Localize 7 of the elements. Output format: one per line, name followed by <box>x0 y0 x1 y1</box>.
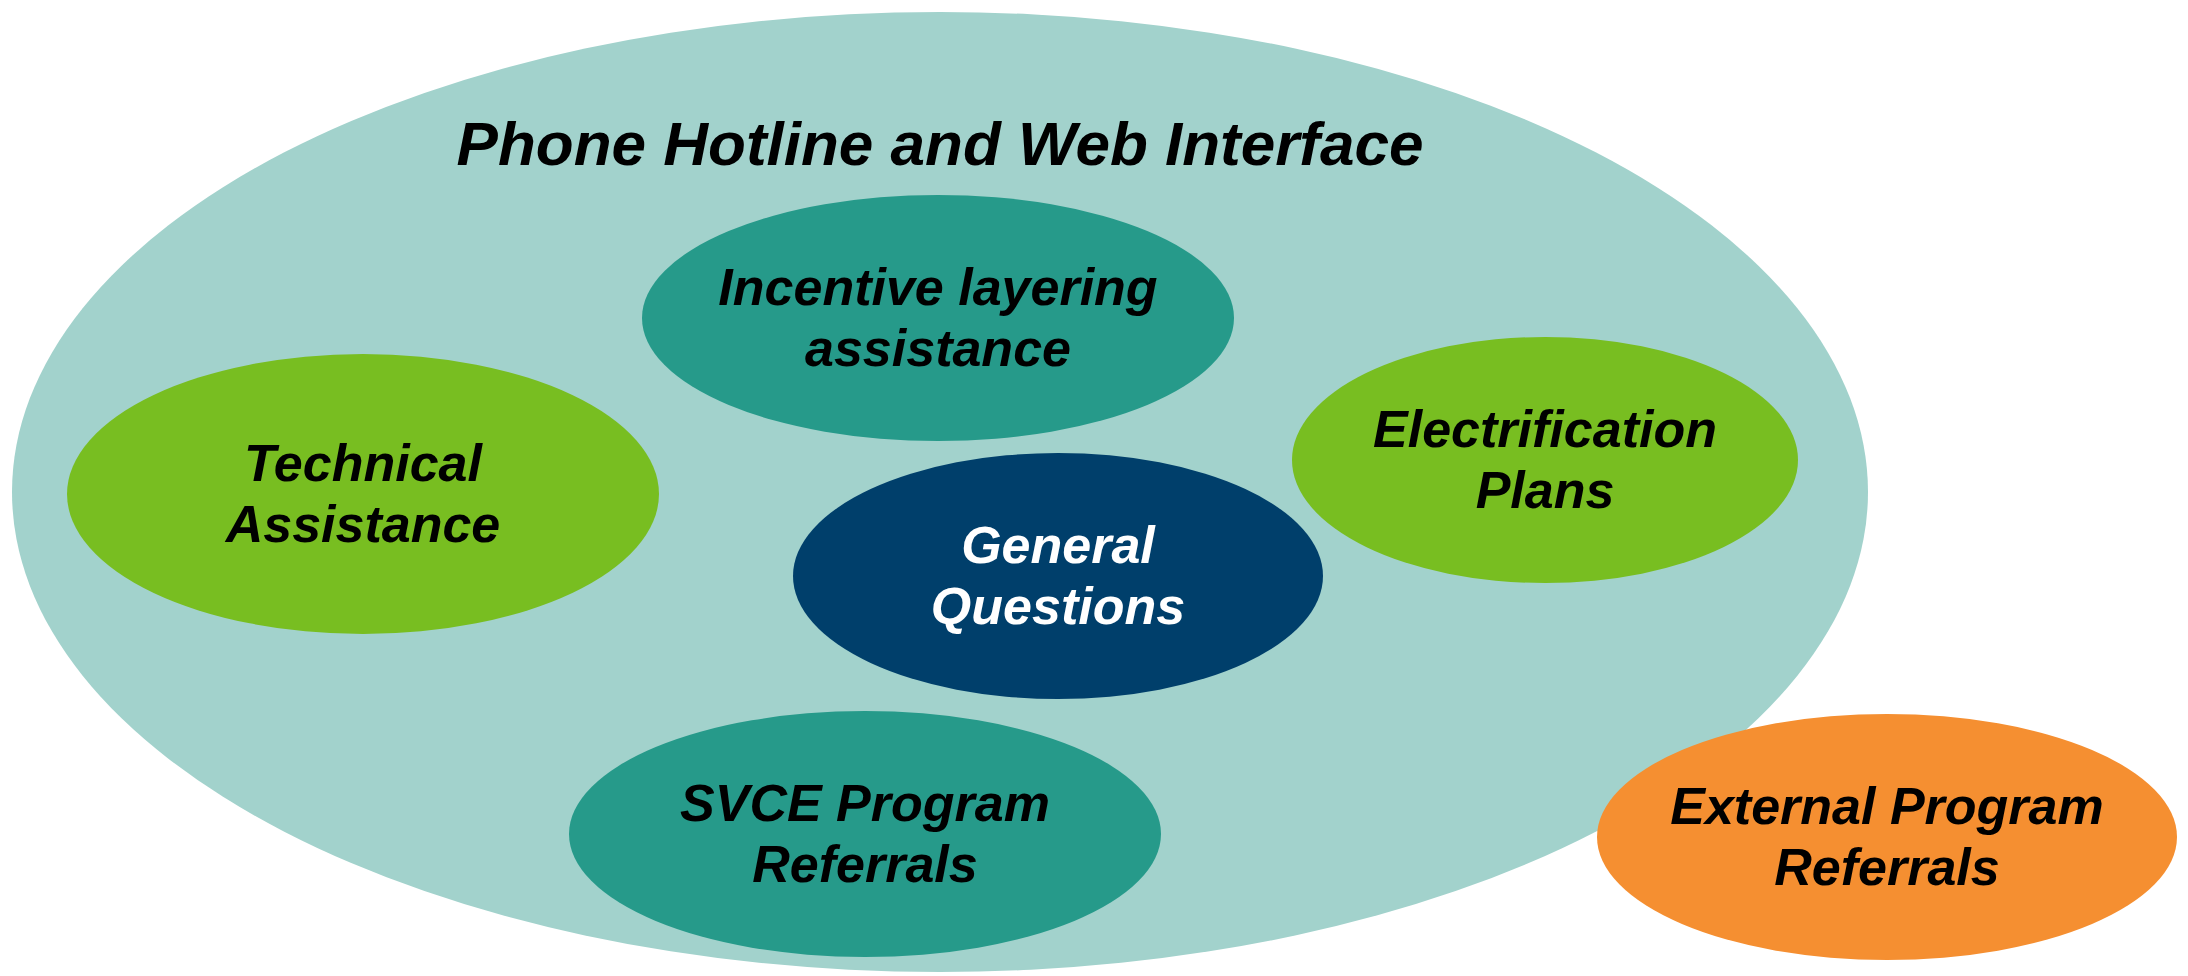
node-label: Incentive layering assistance <box>717 256 1159 379</box>
node-label: External Program Referrals <box>1669 775 2105 898</box>
node-label: SVCE Program Referrals <box>679 772 1051 895</box>
title-heading: Phone Hotline and Web Interface <box>456 108 1424 180</box>
node-label: Electrification Plans <box>1372 398 1718 521</box>
node-label: General Questions <box>929 514 1187 637</box>
node-label: Technical Assistance <box>224 432 502 555</box>
